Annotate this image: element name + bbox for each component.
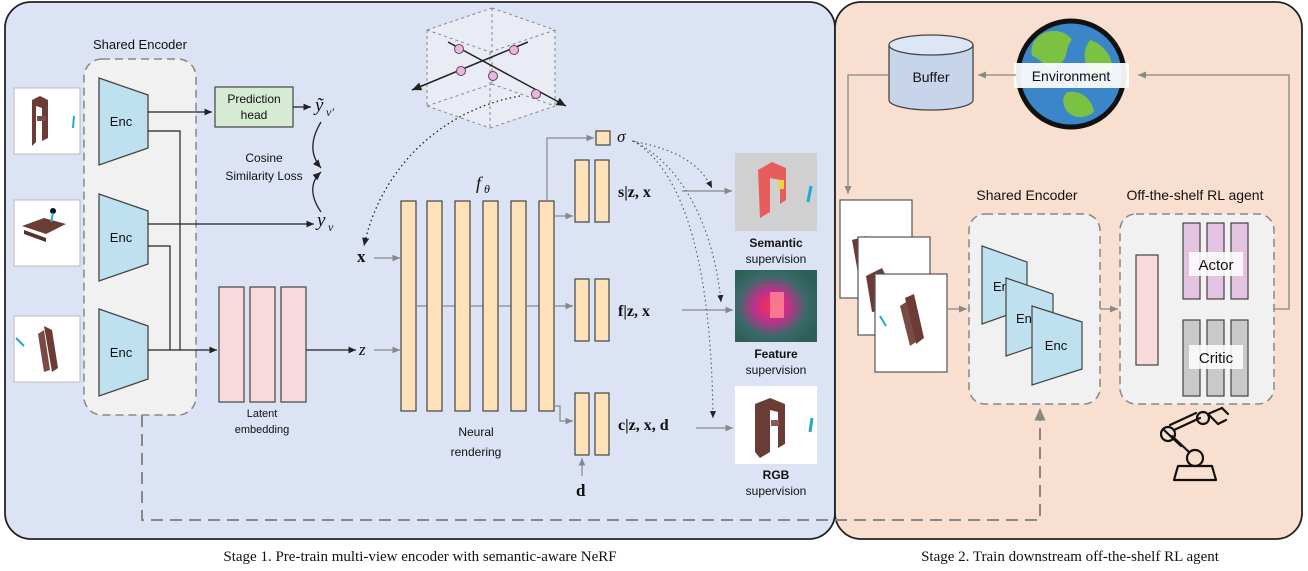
encoder-connections — [148, 108, 314, 354]
d-input-symbol: d — [576, 481, 586, 500]
rl-agent: Off-the-shelf RL agent Actor Critic — [1119, 187, 1275, 405]
feature-head-label: f|z, x — [618, 303, 650, 320]
input-view-2 — [13, 199, 81, 267]
critic-label: Critic — [1199, 350, 1234, 367]
x-input-symbol: x — [357, 247, 366, 266]
latent-label-line1: Latent — [247, 408, 278, 420]
semantic-supervision-image: Semantic supervision — [735, 153, 817, 266]
stage1-caption: Stage 1. Pre-train multi-view encoder wi… — [223, 549, 616, 565]
y-symbol: y — [315, 210, 326, 231]
y-subscript: v — [328, 220, 334, 234]
mlp-head-connections — [546, 134, 594, 425]
input-view-3 — [13, 315, 81, 383]
neural-label-line1: Neural — [458, 425, 493, 439]
supervision-arrows — [631, 140, 733, 432]
stage2-enc-label: Enc — [1045, 338, 1068, 353]
latent-embedding: Latent embedding — [218, 286, 356, 436]
env-loop-arrows — [844, 71, 1290, 310]
stage2-caption: Stage 2. Train downstream off-the-shelf … — [921, 549, 1220, 565]
encoder-3: Enc — [98, 308, 149, 397]
buffer-label: Buffer — [912, 69, 949, 85]
prediction-head: Prediction head — [214, 86, 311, 128]
encoder-sharing-link — [141, 408, 1046, 521]
rl-agent-label: Off-the-shelf RL agent — [1127, 187, 1264, 203]
f-theta-symbol: f — [476, 173, 484, 193]
input-view-1 — [13, 87, 81, 155]
neural-rendering-mlp: f θ Neural rendering — [400, 173, 555, 459]
latent-label-line2: embedding — [235, 424, 289, 436]
f-theta-subscript: θ — [484, 182, 490, 196]
feature-head: f|z, x — [574, 278, 650, 342]
stage2-enc-partial-1: En — [993, 279, 1009, 294]
feature-supervision-image: Feature supervision — [735, 270, 817, 377]
actor-label: Actor — [1198, 257, 1233, 274]
neural-label-line2: rendering — [451, 445, 502, 459]
environment-label: Environment — [1032, 68, 1111, 84]
robot-arm-icon — [1159, 406, 1230, 482]
rgb-supervision-bold: RGB — [763, 468, 790, 482]
rgb-supervision-label: supervision — [746, 484, 807, 498]
environment-globe: Environment — [1014, 18, 1129, 130]
semantic-head: s|z, x — [574, 159, 651, 223]
y-tilde-subscript: v′ — [326, 105, 334, 119]
shared-encoder-label: Shared Encoder — [93, 37, 188, 52]
shared-encoder-stage2: Shared Encoder En En Enc — [968, 187, 1101, 405]
stage2-enc-partial-2: En — [1016, 311, 1032, 326]
prediction-outputs: ỹ v′ y v Cosine Similarity Loss — [225, 95, 334, 234]
y-tilde-symbol: ỹ — [313, 95, 324, 116]
density-output: σ — [595, 127, 626, 146]
replay-buffer: Buffer — [888, 34, 974, 111]
loss-label-line1: Cosine — [245, 151, 283, 165]
rgb-head: c|z, x, d d — [574, 392, 669, 500]
semantic-supervision-bold: Semantic — [749, 236, 803, 250]
encoder-2: Enc — [98, 193, 149, 282]
semantic-head-label: s|z, x — [618, 184, 651, 201]
feature-supervision-label: supervision — [746, 363, 807, 377]
loss-label-line2: Similarity Loss — [225, 169, 302, 183]
prediction-head-line2: head — [241, 108, 268, 122]
prediction-head-line1: Prediction — [227, 92, 280, 106]
feature-supervision-bold: Feature — [754, 347, 798, 361]
sigma-symbol: σ — [617, 127, 626, 146]
ray-sampling-cube — [362, 7, 567, 247]
enc-label-2: Enc — [110, 230, 133, 245]
enc-label-3: Enc — [110, 345, 133, 360]
z-input-symbol: z — [358, 340, 366, 359]
stage2-shared-encoder-label: Shared Encoder — [976, 187, 1078, 203]
rgb-supervision-image: RGB supervision — [735, 386, 817, 498]
encoder-1: Enc — [98, 77, 149, 166]
nerf-inputs: x z — [357, 247, 400, 359]
multiview-frames — [839, 199, 948, 373]
enc-label-1: Enc — [110, 114, 133, 129]
semantic-supervision-label: supervision — [746, 252, 807, 266]
rgb-head-label: c|z, x, d — [618, 417, 669, 434]
